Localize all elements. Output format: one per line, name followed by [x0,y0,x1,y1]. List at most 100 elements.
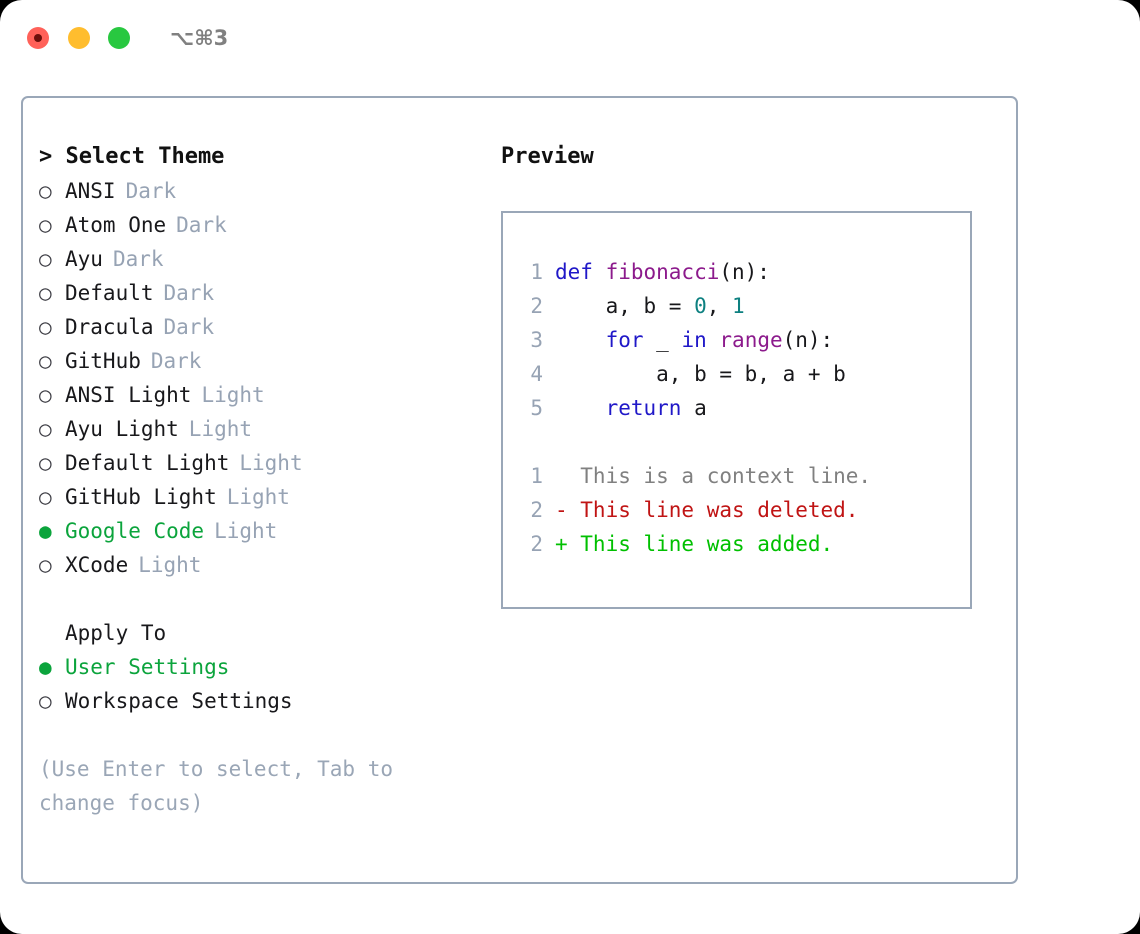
line-number: 4 [530,362,543,386]
code-token: range [719,328,783,352]
keyboard-hint: (Use Enter to select, Tab to change focu… [39,757,394,815]
diff-line: 2 + This line was added. [517,527,871,561]
code-token: (n): [719,260,770,284]
theme-option-label: Google Code [65,519,205,543]
code-token [555,396,606,420]
theme-option-label: Atom One [65,213,167,237]
theme-option-category: Dark [163,315,215,339]
line-number: 1 [530,260,543,284]
code-line: 3 for _ in range(n): [517,323,871,357]
close-button[interactable] [27,27,49,49]
theme-option-label: Ayu [65,247,103,271]
apply-to-option[interactable]: ○Workspace Settings [39,684,499,718]
code-line: 1 def fibonacci(n): [517,255,871,289]
diff-text: + This line was added. [555,532,834,556]
theme-option-label: GitHub Light [65,485,217,509]
code-line: 4 a, b = b, a + b [517,357,871,391]
maximize-button[interactable] [108,27,130,49]
apply-to-heading: Apply To [65,621,167,645]
theme-option-category: Dark [112,247,164,271]
theme-option[interactable]: ● Google Code Light [39,514,499,548]
theme-option-label: ANSI [65,179,116,203]
keyboard-shortcut-label: ⌥⌘3 [170,26,229,50]
apply-to-option-label: User Settings [65,655,230,679]
theme-option-category: Light [214,519,278,543]
code-line: 5 return a [517,391,871,425]
theme-option-category: Light [226,485,290,509]
theme-option-category: Dark [125,179,177,203]
code-token: for [605,328,644,352]
theme-option[interactable]: ○ GitHub Light Light [39,480,499,514]
theme-option-label: ANSI Light [65,383,192,407]
code-token: _ [643,328,682,352]
code-token: 1 [732,294,745,318]
title-bar: ⌥⌘3 [0,0,1140,76]
code-token [555,328,606,352]
radio-unselected-icon: ○ [39,179,52,203]
code-token: def [555,260,606,284]
minimize-button[interactable] [68,27,90,49]
radio-unselected-icon: ○ [39,383,52,407]
radio-selected-icon: ● [39,655,52,679]
diff-text: - This line was deleted. [555,498,859,522]
theme-option-category: Dark [150,349,202,373]
diff-line: 1 This is a context line. [517,459,871,493]
apply-to-option-label: Workspace Settings [65,689,293,713]
theme-option-label: Default Light [65,451,230,475]
theme-option[interactable]: ○ Default Light Light [39,446,499,480]
radio-unselected-icon: ○ [39,349,52,373]
theme-option-label: Dracula [65,315,154,339]
theme-option-label: Default [65,281,154,305]
theme-option-category: Light [138,553,202,577]
preview-heading: Preview [501,144,594,169]
theme-option[interactable]: ○ Atom One Dark [39,208,499,242]
bullet-placeholder-icon: ○ [39,616,65,650]
line-number: 2 [530,532,543,556]
radio-unselected-icon: ○ [39,451,52,475]
radio-unselected-icon: ○ [39,247,52,271]
theme-option[interactable]: ○ ANSI Light Light [39,378,499,412]
apply-to-list[interactable]: ● User Settings ○Workspace Settings [39,650,499,718]
radio-unselected-icon: ○ [39,281,52,305]
theme-option-category: Dark [163,281,215,305]
code-token: a, b = b, a + b [555,362,846,386]
theme-option[interactable]: ○ GitHub Dark [39,344,499,378]
theme-option-category: Light [201,383,265,407]
line-number: 5 [530,396,543,420]
code-token: in [681,328,707,352]
code-token: fibonacci [605,260,720,284]
blank-line [517,425,871,459]
code-line: 2 a, b = 0, 1 [517,289,871,323]
theme-option-label: GitHub [65,349,141,373]
code-token: 0 [694,294,707,318]
theme-option-category: Dark [176,213,227,237]
theme-option-category: Light [239,451,303,475]
theme-option[interactable]: ○ ANSI Dark [39,174,499,208]
line-number: 1 [530,464,543,488]
select-theme-heading: > Select Theme [39,144,225,169]
theme-option[interactable]: ○ Default Dark [39,276,499,310]
theme-option[interactable]: ○ Ayu Dark [39,242,499,276]
theme-option-category: Light [188,417,253,441]
code-token: a, b = [555,294,695,318]
code-token: return [605,396,682,420]
radio-unselected-icon: ○ [39,417,52,441]
line-number: 2 [530,498,543,522]
radio-unselected-icon: ○ [39,485,52,509]
code-token: a [681,396,707,420]
radio-unselected-icon: ○ [39,213,52,237]
apply-to-option[interactable]: ● User Settings [39,650,499,684]
code-token: (n): [782,328,834,352]
line-number: 3 [530,328,543,352]
theme-option-label: XCode [65,553,129,577]
radio-selected-icon: ● [39,519,52,543]
